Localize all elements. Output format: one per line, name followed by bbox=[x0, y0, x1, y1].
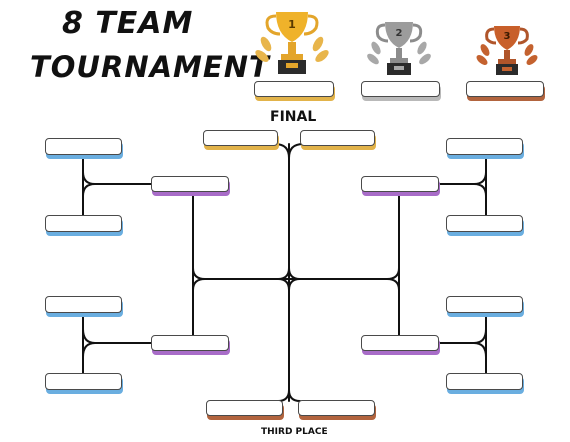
third-place-slot-left[interactable] bbox=[206, 400, 283, 416]
right-first-round-slot-4[interactable] bbox=[446, 373, 523, 390]
right-semifinal-slot-1[interactable] bbox=[361, 176, 439, 192]
left-semifinal-slot-1[interactable] bbox=[151, 176, 229, 192]
third-place-badge: 3 bbox=[504, 31, 511, 42]
right-first-round-slot-3[interactable] bbox=[446, 296, 523, 313]
final-slot-left[interactable] bbox=[203, 130, 278, 146]
third-place-slot[interactable] bbox=[466, 81, 544, 97]
title-line-2: TOURNAMENT bbox=[30, 50, 270, 84]
third-place-slot-right[interactable] bbox=[298, 400, 375, 416]
final-label: FINAL bbox=[270, 109, 317, 125]
second-place-badge: 2 bbox=[396, 28, 403, 39]
first-place-slot[interactable] bbox=[254, 81, 334, 97]
second-place-slot[interactable] bbox=[361, 81, 440, 97]
third-place-label: THIRD PLACE bbox=[261, 427, 328, 437]
right-semifinal-slot-2[interactable] bbox=[361, 335, 439, 351]
left-first-round-slot-4[interactable] bbox=[45, 373, 122, 390]
title-line-1: 8 TEAM bbox=[62, 6, 194, 41]
right-first-round-slot-2[interactable] bbox=[446, 215, 523, 232]
silver-trophy-icon: 2 bbox=[367, 22, 431, 75]
bronze-trophy-icon: 3 bbox=[476, 26, 538, 75]
left-first-round-slot-3[interactable] bbox=[45, 296, 122, 313]
final-slot-right[interactable] bbox=[300, 130, 375, 146]
left-semifinal-slot-2[interactable] bbox=[151, 335, 229, 351]
left-first-round-slot-1[interactable] bbox=[45, 138, 122, 155]
gold-trophy-icon: 1 bbox=[255, 12, 329, 74]
left-first-round-slot-2[interactable] bbox=[45, 215, 122, 232]
first-place-badge: 1 bbox=[288, 18, 296, 31]
right-first-round-slot-1[interactable] bbox=[446, 138, 523, 155]
